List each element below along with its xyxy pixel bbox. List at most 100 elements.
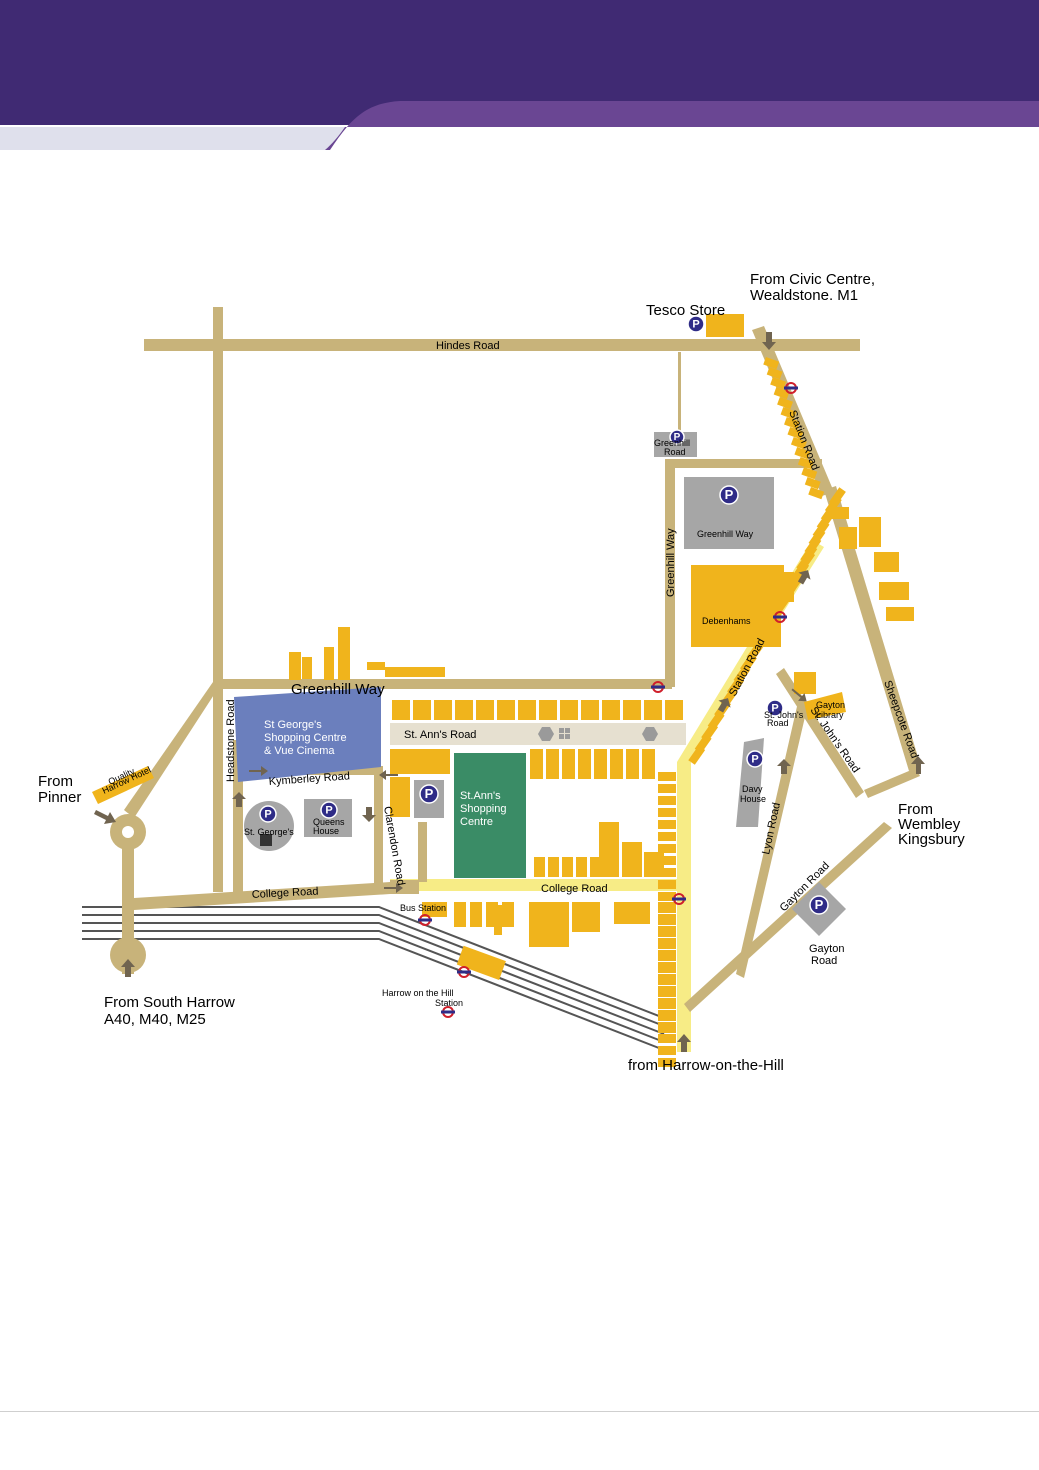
label-harrow-station-1: Harrow on the Hill	[382, 988, 454, 998]
label-parking-greenhill-road-2: Road	[664, 447, 686, 457]
parking-icon	[809, 895, 829, 915]
parking-icon	[419, 784, 439, 804]
label-parking-st-johns-1: St. John's	[764, 710, 804, 720]
parking-icon	[259, 805, 277, 823]
underground-roundel-bar	[651, 685, 665, 689]
building-block	[658, 820, 676, 829]
building-block	[770, 376, 787, 390]
building-block	[665, 700, 683, 720]
building-block	[829, 507, 849, 519]
building-block	[610, 749, 623, 779]
parking-symbol: P	[325, 805, 332, 817]
building-block	[644, 700, 662, 720]
building-block	[454, 902, 466, 927]
parking-symbol: P	[751, 754, 758, 766]
building-block	[302, 657, 312, 679]
parking-icon	[669, 429, 685, 445]
building-block	[658, 938, 676, 947]
label-st-georges-3: & Vue Cinema	[264, 745, 335, 757]
label-wembley-1: From	[898, 801, 933, 818]
building-block	[367, 662, 385, 670]
label-harrow-hill: from Harrow-on-the-Hill	[628, 1057, 784, 1074]
st-georges-block	[234, 687, 381, 782]
gayton-east-link	[864, 768, 920, 798]
building-block	[658, 892, 676, 901]
building-block	[594, 749, 607, 779]
label-college-road-west: College Road	[252, 886, 319, 901]
clarendon-inner	[418, 822, 427, 882]
st-anns-block	[454, 753, 526, 878]
arrow-south-harrow	[121, 959, 135, 977]
building-block	[763, 357, 780, 370]
label-parking-greenhill-road-1: Greenhill	[654, 438, 690, 448]
building-block	[766, 367, 783, 380]
label-parking-davy-2: House	[740, 794, 766, 804]
label-st-anns-3: Centre	[460, 816, 493, 828]
label-pinner-1: From	[38, 773, 73, 790]
parking-symbol: P	[674, 432, 681, 443]
building-block	[456, 945, 506, 980]
label-headstone-road: Headstone Road	[225, 699, 237, 782]
building-block	[658, 1058, 676, 1067]
building-block	[590, 857, 601, 877]
building-block	[658, 1046, 676, 1055]
building-block	[626, 749, 639, 779]
header-graphic	[0, 0, 1039, 150]
arrow-harrow-hill	[677, 1034, 691, 1052]
building-block	[784, 417, 800, 430]
label-parking-gayton-2: Road	[811, 955, 837, 967]
tesco-block	[706, 314, 744, 337]
underground-roundel-bar	[784, 386, 798, 390]
building-block	[658, 926, 676, 935]
building-block	[562, 749, 575, 779]
greenhill-way-top	[670, 459, 822, 468]
building-block	[658, 1010, 676, 1019]
label-wembley-3: Kingsbury	[898, 831, 965, 848]
building-block	[642, 749, 655, 779]
label-parking-queens-1: Queens	[313, 817, 345, 827]
building-block	[801, 467, 818, 480]
building-block	[780, 406, 797, 420]
building-block	[413, 700, 431, 720]
parking-st-georges-box	[244, 801, 294, 851]
building-block	[658, 808, 676, 817]
building-block	[581, 700, 599, 720]
greenhill-way-h	[222, 679, 672, 689]
arrow-wembley	[911, 756, 925, 774]
building-block	[658, 986, 676, 995]
greenhill-way-v	[665, 459, 675, 687]
building-block	[602, 700, 620, 720]
building-block	[614, 902, 650, 924]
label-south-harrow-1: From South Harrow	[104, 994, 235, 1011]
building-block	[773, 387, 790, 400]
label-greenhill-way: Greenhill Way	[291, 681, 385, 698]
building-block	[562, 857, 573, 877]
building-block	[787, 427, 804, 440]
lift-icon	[260, 834, 272, 846]
parking-symbol: P	[264, 809, 271, 821]
roundabout-south	[110, 937, 146, 973]
label-gayton-library-2: Library	[816, 710, 844, 720]
label-civic-2: Wealdstone. M1	[750, 287, 858, 304]
st-anns-road-markers	[538, 727, 658, 741]
header-banner	[0, 0, 1039, 150]
label-st-anns-road: St. Ann's Road	[404, 729, 476, 741]
gayton-road-diag	[684, 822, 892, 1012]
st-johns-road	[776, 668, 864, 798]
building-block	[658, 950, 676, 959]
college-road-west	[134, 882, 390, 910]
building-block	[790, 437, 807, 450]
label-st-georges-1: St George's	[264, 719, 322, 731]
parking-icon	[719, 485, 739, 505]
parking-symbol: P	[771, 703, 778, 715]
building-block	[434, 700, 452, 720]
footer-rule	[0, 1411, 1039, 1412]
building-block	[518, 700, 536, 720]
label-st-anns-2: Shopping	[460, 803, 507, 815]
building-block	[794, 447, 811, 460]
building-block	[874, 552, 899, 572]
building-block	[658, 796, 676, 805]
building-block	[658, 914, 676, 923]
label-tesco-store: Tesco Store	[646, 302, 725, 319]
